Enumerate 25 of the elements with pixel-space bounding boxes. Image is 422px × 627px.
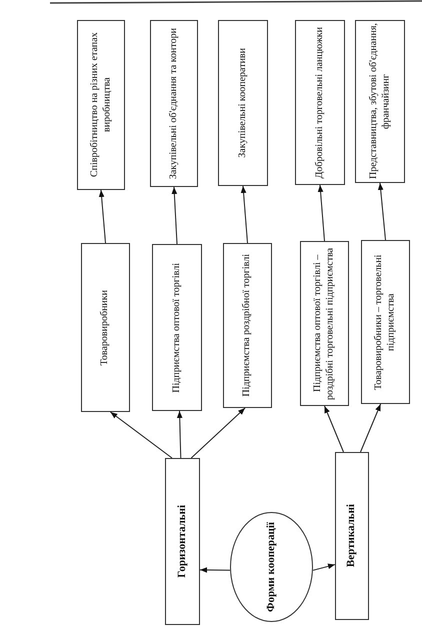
- node-label: Підприємства роздрібної торгівлі: [241, 254, 254, 397]
- node-label: Підприємства оптової торгівлі: [170, 262, 183, 392]
- arrow: [172, 186, 178, 244]
- node-label: Добровільні торговельні ланцюжки: [314, 26, 326, 178]
- arrow: [200, 567, 230, 573]
- arrow: [98, 190, 106, 244]
- node-label: Товаровиробники: [99, 290, 112, 366]
- arrow: [378, 182, 386, 240]
- arrow: [318, 184, 325, 242]
- arrow: [110, 412, 172, 458]
- arrow: [324, 406, 344, 452]
- arrow: [190, 408, 246, 458]
- node-label: Горизонтальні: [176, 505, 189, 578]
- node-label: Закупівельні об'єднання та контори: [168, 28, 180, 180]
- node-label: Підприємства оптової торгівлі – роздрібні торговельні підприємства: [312, 246, 336, 402]
- node-label: Вертикальні: [345, 504, 358, 568]
- node-label: Представництва, збутові об'єднання, франчайзинг: [368, 22, 392, 182]
- node-label: Форми кооперації: [264, 522, 278, 612]
- arrow: [176, 410, 182, 458]
- node-label: Співробітництво на різних етапах виробництва: [88, 32, 113, 180]
- node-label: Товаровиробники – торговельні підприємства: [373, 253, 398, 392]
- arrow: [360, 404, 382, 452]
- node-label: Закупівельні кооперативи: [236, 48, 249, 158]
- arrow: [240, 186, 248, 244]
- arrow: [312, 564, 336, 571]
